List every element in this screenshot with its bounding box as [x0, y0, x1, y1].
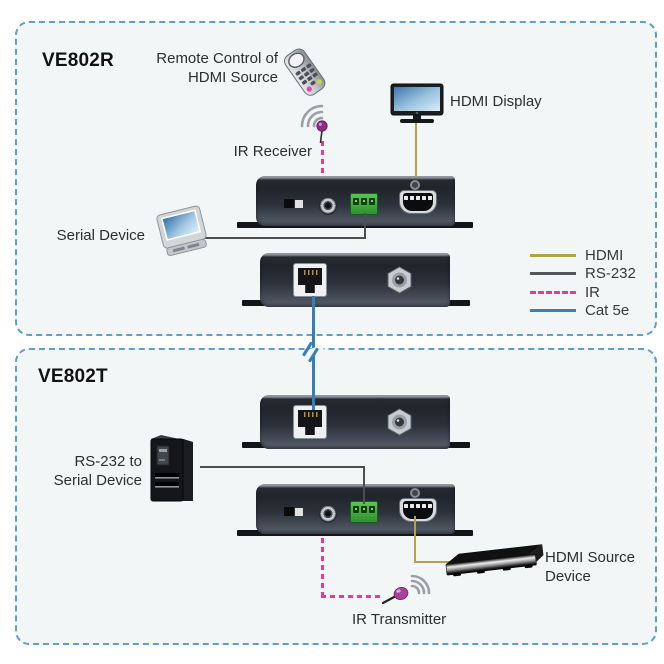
rs232-line-top-vertical — [364, 213, 366, 239]
wireless-signal-icon — [410, 574, 431, 595]
ve802r-dip-switch-icon — [284, 199, 294, 208]
serial-device-icon — [156, 205, 207, 257]
hdmi-source-label: HDMI Source Device — [545, 548, 635, 586]
legend-row-cat5e: Cat 5e — [530, 301, 629, 319]
tower-pc-icon — [150, 435, 193, 502]
legend-label-rs232: RS-232 — [585, 264, 636, 282]
hdmi-line-source-horizontal — [414, 561, 454, 563]
hdmi-display-label: HDMI Display — [450, 93, 542, 110]
ve802r-dip-switch-knob-icon — [295, 200, 303, 208]
legend-label-hdmi: HDMI — [585, 246, 624, 264]
hdmi-line-source-vertical — [414, 516, 416, 563]
ve802t-rj45-port-icon — [293, 405, 327, 439]
legend-label-ir: IR — [585, 283, 600, 301]
hdmi-source-label-line1: HDMI Source — [545, 549, 636, 566]
ve802t-title: VE802T — [38, 366, 108, 387]
ve802r-terminal-block-port-icon — [350, 193, 378, 215]
legend-row-hdmi: HDMI — [530, 246, 623, 264]
hdmi-source-label-line2: Device — [545, 568, 591, 585]
rs232-serial-label: RS-232 to Serial Device — [36, 452, 142, 490]
ve802r-power-port-icon — [387, 266, 412, 294]
ir-line-transmitter-vertical — [321, 538, 324, 598]
rs232-line-top-horizontal — [203, 237, 366, 239]
legend-row-ir: IR — [530, 283, 600, 301]
remote-control-label-line2: HDMI Source — [187, 69, 278, 86]
rs232-line-bottom-vertical — [363, 466, 365, 504]
ve802t-dip-switch-icon — [284, 507, 294, 516]
hdmi-source-device-icon — [445, 544, 544, 577]
remote-control-label: Remote Control of HDMI Source — [128, 49, 278, 87]
legend-row-rs232: RS-232 — [530, 264, 636, 282]
ir-receiver-label: IR Receiver — [233, 143, 312, 160]
rs232-serial-label-line1: RS-232 to — [74, 453, 142, 470]
ve802t-ir-port-icon — [319, 505, 337, 523]
legend-swatch-cat5e-line — [530, 308, 576, 312]
serial-device-label: Serial Device — [56, 227, 145, 244]
ve802r-hdmi-port-icon — [399, 190, 437, 214]
legend-label-cat5e: Cat 5e — [585, 301, 630, 319]
ve802r-title: VE802R — [42, 50, 114, 71]
ve802t-rear-unit — [260, 395, 450, 449]
ir-transmitter-label: IR Transmitter — [352, 611, 447, 628]
ir-line-transmitter-horizontal — [321, 595, 384, 598]
ve802r-screw-icon — [410, 180, 420, 190]
remote-control-icon — [284, 48, 326, 96]
rs232-serial-label-line2: Serial Device — [53, 472, 142, 489]
ir-line-receiver — [321, 141, 324, 177]
rs232-line-bottom-horizontal — [200, 466, 365, 468]
ir-transmitter-icon — [381, 574, 431, 605]
ve802t-screw-icon — [410, 488, 420, 498]
wireless-signal-icon — [300, 104, 324, 128]
legend-swatch-ir-line — [530, 290, 576, 294]
ve802r-rj45-port-icon — [293, 263, 327, 297]
legend-swatch-hdmi-line — [530, 253, 576, 257]
ve802t-power-port-icon — [387, 408, 412, 436]
ve802r-rear-unit — [260, 253, 450, 307]
hdmi-display-icon — [390, 83, 444, 123]
remote-control-label-line1: Remote Control of — [156, 50, 278, 67]
ve802t-terminal-block-port-icon — [350, 501, 378, 523]
ir-receiver-icon — [300, 104, 328, 144]
legend-swatch-rs232-line — [530, 271, 576, 275]
hdmi-line-display — [415, 123, 417, 177]
ve802r-ir-port-icon — [319, 197, 337, 215]
ve802t-hdmi-port-icon — [399, 498, 437, 522]
ve802t-dip-switch-knob-icon — [295, 508, 303, 516]
